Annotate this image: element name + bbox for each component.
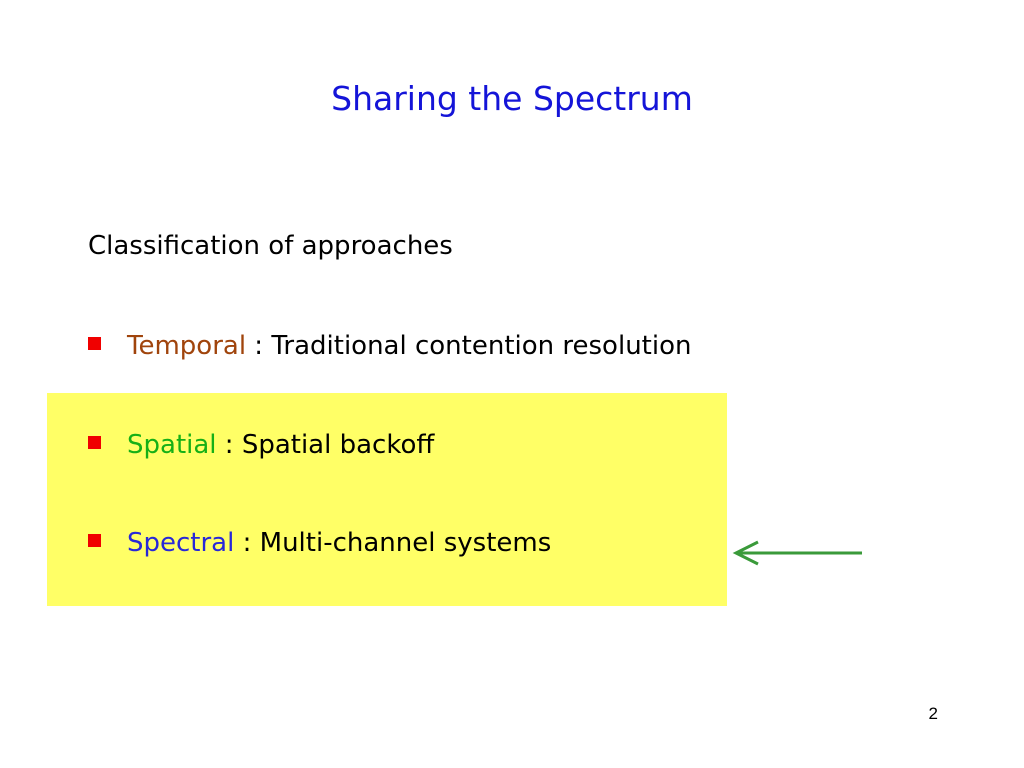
bullet-spectral: Spectral : Multi-channel systems (88, 521, 551, 565)
square-bullet-icon (88, 337, 101, 350)
bullet-term: Spatial (127, 430, 217, 460)
left-arrow-icon (732, 540, 862, 566)
subheading: Classification of approaches (88, 231, 453, 261)
bullet-description: Spatial backoff (241, 430, 435, 460)
square-bullet-icon (88, 436, 101, 449)
bullet-spatial: Spatial : Spatial backoff (88, 423, 434, 467)
slide-title: Sharing the Spectrum (331, 79, 693, 118)
bullet-description: Multi-channel systems (259, 528, 552, 558)
bullet-term: Spectral (127, 528, 235, 558)
bullet-separator: : (216, 430, 242, 460)
square-bullet-icon (88, 534, 101, 547)
bullet-description: Traditional contention resolution (271, 331, 692, 361)
page-number: 2 (928, 704, 938, 723)
bullet-temporal: Temporal : Traditional contention resolu… (88, 324, 691, 368)
bullet-term: Temporal (127, 331, 247, 361)
highlight-box (47, 393, 727, 606)
bullet-separator: : (234, 528, 260, 558)
bullet-separator: : (246, 331, 272, 361)
